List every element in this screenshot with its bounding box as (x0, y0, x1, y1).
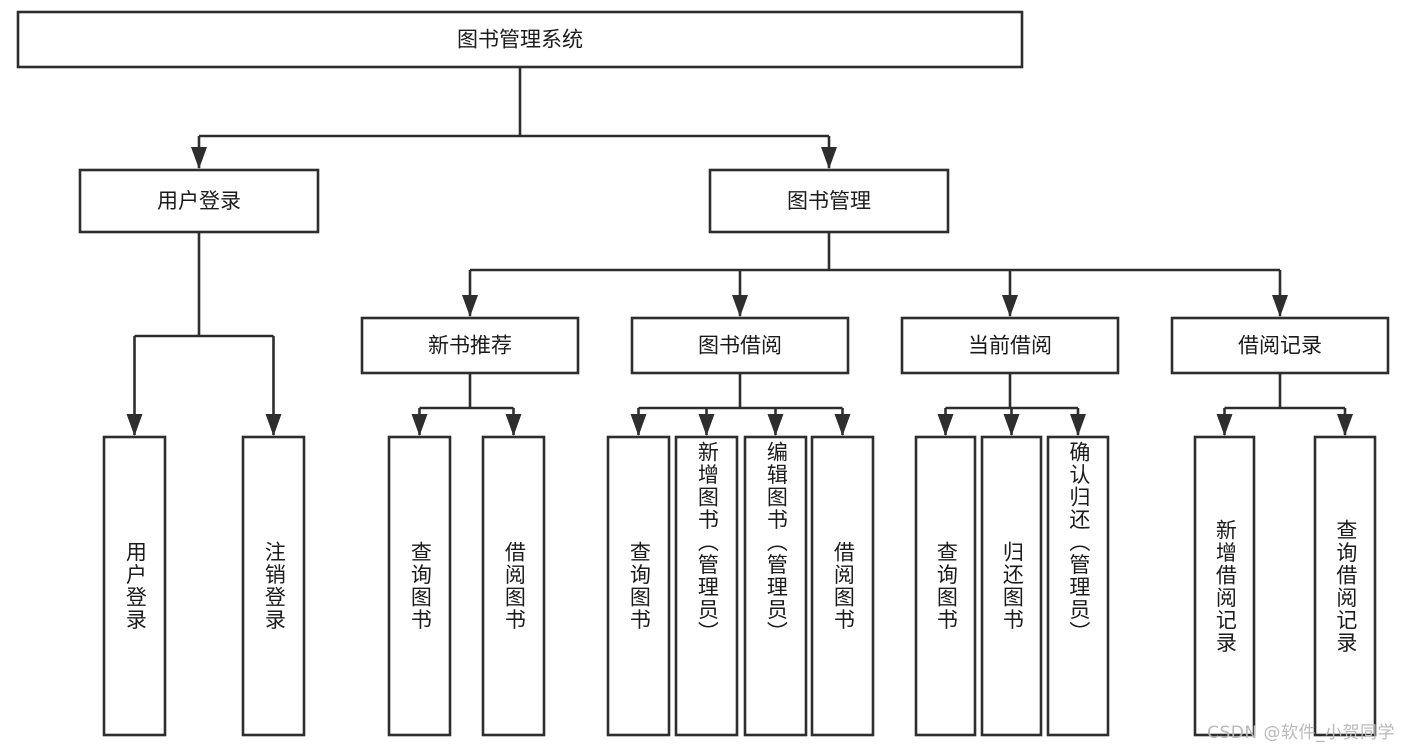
arrow-head-icon-leaf-add-book (698, 414, 715, 436)
arrow-head-icon-leaf-add-record (1216, 414, 1233, 436)
node-label-book-borrow: 图书借阅 (698, 334, 782, 358)
node-box-leaf-user-login[interactable] (102, 435, 167, 737)
node-box-leaf-borrow-book[interactable] (810, 435, 875, 737)
arrow-head-icon-current-borrow (1002, 295, 1018, 317)
node-label-current-borrow: 当前借阅 (968, 334, 1052, 358)
node-box-leaf-user-logout[interactable] (241, 435, 306, 737)
node-box-current-borrow[interactable] (900, 316, 1120, 375)
node-box-leaf-add-book[interactable] (674, 435, 739, 737)
arrow-head-icon-book-manage (821, 147, 837, 169)
watermark-text: CSDN @软件_小贺同学 (1207, 723, 1395, 743)
node-box-user-login[interactable] (78, 168, 320, 234)
node-box-leaf-return-book[interactable] (980, 435, 1043, 737)
connector-layer (126, 67, 1353, 436)
node-label-user-login: 用户登录 (157, 189, 241, 213)
node-label-new-book-rec: 新书推荐 (428, 334, 512, 358)
arrow-head-icon-user-login (191, 147, 207, 169)
arrow-head-icon-leaf-return-book (1003, 414, 1020, 436)
arrow-head-icon-leaf-borrow-book (834, 414, 851, 436)
arrow-head-icon-leaf-confirm-return (1070, 414, 1086, 436)
node-label-root: 图书管理系统 (457, 28, 583, 52)
arrow-head-icon-leaf-user-logout (265, 414, 282, 436)
node-box-leaf-borrow-book-rec[interactable] (481, 435, 546, 737)
node-label-book-manage: 图书管理 (787, 189, 871, 213)
node-box-leaf-query-book-cur[interactable] (914, 435, 977, 737)
node-box-leaf-query-record[interactable] (1313, 435, 1377, 737)
arrow-head-icon-leaf-borrow-book-rec (505, 414, 522, 436)
node-box-leaf-edit-book[interactable] (743, 435, 808, 737)
arrow-head-icon-leaf-user-login (126, 414, 143, 436)
arrow-head-icon-new-book-rec (462, 295, 478, 317)
node-box-book-manage[interactable] (708, 168, 950, 234)
arrow-head-icon-leaf-edit-book (767, 414, 784, 436)
arrow-head-icon-leaf-query-book-rec (411, 414, 428, 436)
box-layer (16, 10, 1390, 737)
node-box-book-borrow[interactable] (630, 316, 850, 375)
node-box-root[interactable] (16, 10, 1024, 69)
node-box-leaf-confirm-return[interactable] (1046, 435, 1110, 737)
arrow-head-icon-leaf-query-book-cur (937, 414, 954, 436)
node-box-leaf-query-book-rec[interactable] (387, 435, 452, 737)
arrow-head-icon-leaf-query-record (1337, 414, 1353, 436)
arrow-head-icon-book-borrow (732, 295, 748, 317)
arrow-head-icon-borrow-record (1272, 295, 1288, 317)
node-box-new-book-rec[interactable] (360, 316, 580, 375)
node-label-borrow-record: 借阅记录 (1238, 334, 1322, 358)
node-box-leaf-add-record[interactable] (1193, 435, 1256, 737)
node-box-leaf-query-book-borrow[interactable] (606, 435, 671, 737)
node-box-borrow-record[interactable] (1170, 316, 1390, 375)
arrow-head-icon-leaf-query-book-borrow (630, 414, 647, 436)
